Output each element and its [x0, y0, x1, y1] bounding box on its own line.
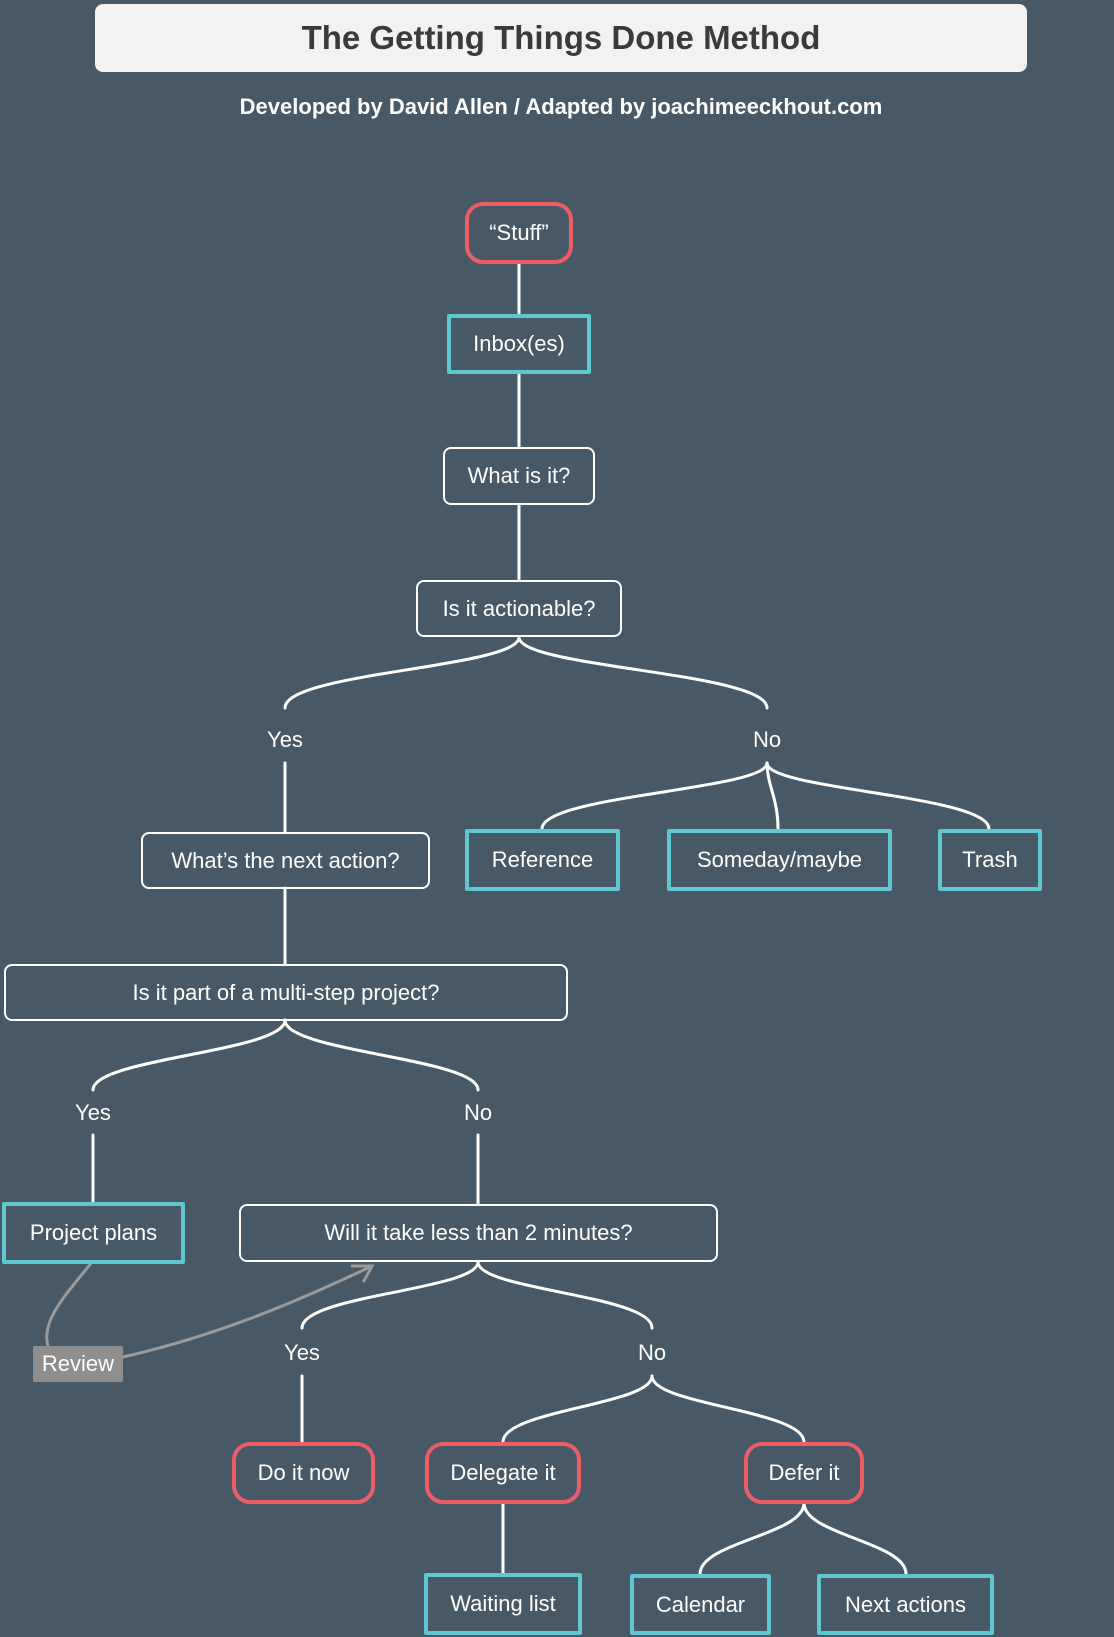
- label-multistep-yes: Yes: [75, 1100, 111, 1125]
- branch-actionable-no: [517, 635, 769, 710]
- label-actionable-yes: Yes: [267, 727, 303, 752]
- label-twominutes-yes: Yes: [284, 1340, 320, 1365]
- node-delegate-it: Delegate it: [425, 1442, 581, 1504]
- node-what-is-it-label: What is it?: [467, 463, 571, 488]
- node-defer-it-label: Defer it: [768, 1460, 840, 1485]
- branch-multistep-yes: [91, 1018, 287, 1092]
- label-multistep-no: No: [463, 1100, 493, 1125]
- branch-defer-nextactions: [802, 1501, 908, 1576]
- node-defer-it: Defer it: [744, 1442, 864, 1504]
- node-someday-maybe-label: Someday/maybe: [696, 847, 863, 872]
- node-calendar: Calendar: [630, 1574, 771, 1635]
- node-next-action-label: What’s the next action?: [171, 847, 400, 873]
- node-stuff-label: “Stuff”: [489, 220, 549, 245]
- branch-defer-calendar: [698, 1501, 806, 1576]
- node-trash-label: Trash: [962, 847, 1018, 872]
- label-twominutes-no: No: [637, 1340, 667, 1365]
- node-project-plans: Project plans: [2, 1202, 185, 1264]
- node-is-it-actionable: Is it actionable?: [416, 580, 622, 637]
- branch-no-defer: [650, 1374, 806, 1444]
- node-waiting-list-label: Waiting list: [450, 1591, 556, 1616]
- review-link-to-twominutes: [121, 1265, 372, 1359]
- branch-multistep-no: [283, 1018, 480, 1092]
- node-next-actions: Next actions: [817, 1574, 994, 1635]
- node-waiting-list: Waiting list: [424, 1573, 582, 1635]
- node-delegate-it-label: Delegate it: [450, 1460, 556, 1485]
- review-link-from-project: [45, 1260, 94, 1348]
- branch-twominutes-no: [476, 1260, 654, 1330]
- node-reference: Reference: [465, 829, 620, 891]
- review-tag-label: Review: [41, 1351, 115, 1376]
- review-arrowhead: [350, 1264, 375, 1283]
- node-reference-label: Reference: [491, 847, 594, 872]
- node-trash: Trash: [938, 829, 1042, 891]
- node-someday-maybe: Someday/maybe: [667, 829, 892, 891]
- node-calendar-label: Calendar: [655, 1591, 746, 1617]
- branch-no-reference: [540, 761, 769, 831]
- node-multi-step-project: Is it part of a multi-step project?: [4, 964, 568, 1021]
- node-two-minutes: Will it take less than 2 minutes?: [239, 1204, 718, 1262]
- title-box: The Getting Things Done Method: [95, 4, 1027, 72]
- branch-actionable-yes: [283, 635, 521, 710]
- node-next-actions-label: Next actions: [844, 1591, 967, 1617]
- node-what-is-it: What is it?: [443, 447, 595, 505]
- label-actionable-no: No: [752, 727, 782, 752]
- node-inbox-label: Inbox(es): [473, 331, 565, 356]
- node-stuff: “Stuff”: [465, 202, 573, 264]
- node-next-action: What’s the next action?: [141, 832, 430, 889]
- branch-twominutes-yes: [300, 1260, 480, 1330]
- branch-no-trash: [765, 761, 991, 831]
- node-two-minutes-label: Will it take less than 2 minutes?: [324, 1220, 633, 1245]
- page-subtitle: Developed by David Allen / Adapted by jo…: [239, 94, 883, 119]
- node-do-it-now: Do it now: [232, 1442, 375, 1504]
- branch-no-someday: [765, 761, 780, 831]
- node-do-it-now-label: Do it now: [257, 1460, 350, 1485]
- branch-no-delegate: [501, 1374, 654, 1444]
- node-multi-step-project-label: Is it part of a multi-step project?: [132, 979, 440, 1005]
- review-tag: Review: [33, 1346, 123, 1382]
- node-inbox: Inbox(es): [447, 314, 591, 374]
- node-project-plans-label: Project plans: [29, 1220, 158, 1245]
- node-is-it-actionable-label: Is it actionable?: [442, 595, 596, 621]
- page-title: The Getting Things Done Method: [301, 19, 821, 56]
